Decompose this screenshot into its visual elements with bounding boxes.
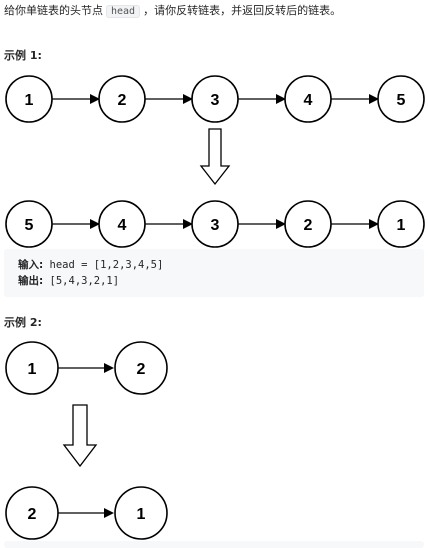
list-node: [98, 75, 146, 123]
down-arrow-icon: [199, 128, 231, 186]
list-node: [5, 486, 59, 540]
example-2-io-box: [4, 541, 424, 548]
list-node: [5, 200, 53, 248]
list-node-label: 2: [304, 217, 313, 234]
list-node: [5, 75, 53, 123]
example-1-title: 示例 1:: [4, 49, 42, 62]
description-text-after: ，请你反转链表，并返回反转后的链表。: [143, 4, 342, 17]
list-node-label: 4: [118, 217, 127, 234]
example-2-diagram: 1 2 2 1: [5, 341, 168, 540]
input-label: 输入:: [18, 259, 44, 271]
output-label: 输出:: [18, 275, 44, 287]
list-node-label: 2: [28, 506, 37, 523]
input-line: 输入: head = [1,2,3,4,5]: [18, 257, 424, 273]
list-node-label: 4: [304, 92, 313, 109]
example-2-input-list: 1 2: [5, 341, 168, 395]
input-value: head = [1,2,3,4,5]: [49, 259, 164, 271]
list-node: [98, 200, 146, 248]
output-value: [5,4,3,2,1]: [49, 275, 120, 287]
description-text-before: 给你单链表的头节点: [4, 4, 103, 17]
list-node-label: 1: [28, 361, 37, 378]
list-node-label: 3: [211, 92, 220, 109]
example-2-title: 示例 2:: [4, 316, 42, 329]
example-1-io-box: 输入: head = [1,2,3,4,5] 输出: [5,4,3,2,1]: [4, 249, 424, 297]
list-node: [114, 486, 168, 540]
list-node-label: 1: [25, 92, 34, 109]
list-node: [191, 200, 239, 248]
list-node-label: 3: [211, 217, 220, 234]
down-arrow-icon: [62, 404, 98, 468]
head-code: head: [106, 5, 141, 18]
list-node-label: 2: [118, 92, 127, 109]
list-node: [191, 75, 239, 123]
list-node-label: 5: [25, 217, 34, 234]
output-line: 输出: [5,4,3,2,1]: [18, 273, 424, 289]
list-node: [5, 341, 59, 395]
list-node-label: 5: [397, 92, 406, 109]
list-node: [377, 200, 425, 248]
example-1-input-list: 1 2 3 4 5: [5, 75, 425, 123]
list-node-label: 1: [137, 506, 146, 523]
example-1-output-list: 5 4 3 2 1: [5, 200, 425, 248]
list-node: [114, 341, 168, 395]
example-1-diagram: 1 2 3 4 5 5 4 3 2 1: [5, 75, 425, 248]
example-2-output-list: 2 1: [5, 486, 168, 540]
list-node-label: 1: [397, 217, 406, 234]
list-node-label: 2: [137, 361, 146, 378]
list-node: [284, 75, 332, 123]
list-node: [284, 200, 332, 248]
list-node: [377, 75, 425, 123]
